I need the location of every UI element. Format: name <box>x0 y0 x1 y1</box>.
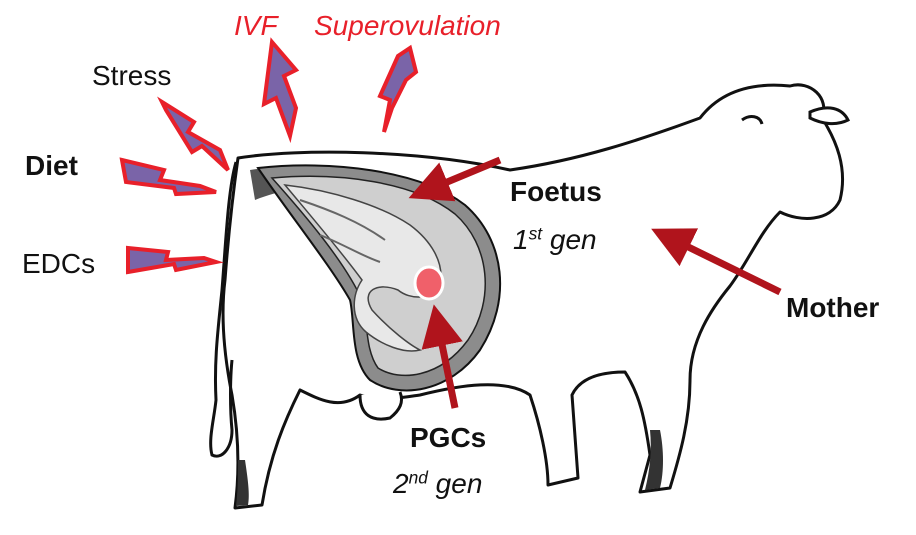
label-foetus-gen: 1st gen <box>513 226 597 254</box>
pgcs-gen-word: gen <box>428 468 483 499</box>
pgcs-gen-number: 2 <box>393 468 409 499</box>
foetus-gen-suffix: st <box>529 223 543 243</box>
label-pgcs: PGCs <box>410 424 486 452</box>
udder <box>360 392 402 419</box>
cow-outline <box>223 85 843 508</box>
factor-edcs: EDCs <box>22 250 95 278</box>
factor-superovulation: Superovulation <box>314 12 501 40</box>
pgcs-gen-suffix: nd <box>409 467 428 487</box>
ear <box>810 108 848 124</box>
factor-stress: Stress <box>92 62 171 90</box>
factor-ivf: IVF <box>234 12 278 40</box>
bolt-icon <box>122 160 216 194</box>
bolt-icon <box>162 102 228 170</box>
label-foetus: Foetus <box>510 178 602 206</box>
label-pgcs-gen: 2nd gen <box>393 470 482 498</box>
bolt-icon <box>128 248 216 272</box>
bolt-icon <box>264 42 296 136</box>
label-mother: Mother <box>786 294 879 322</box>
factor-diet: Diet <box>25 152 78 180</box>
bolt-icon <box>380 48 416 132</box>
foetus-gen-number: 1 <box>513 224 529 255</box>
foetus-gen-word: gen <box>542 224 597 255</box>
pgc-spot <box>415 267 443 299</box>
